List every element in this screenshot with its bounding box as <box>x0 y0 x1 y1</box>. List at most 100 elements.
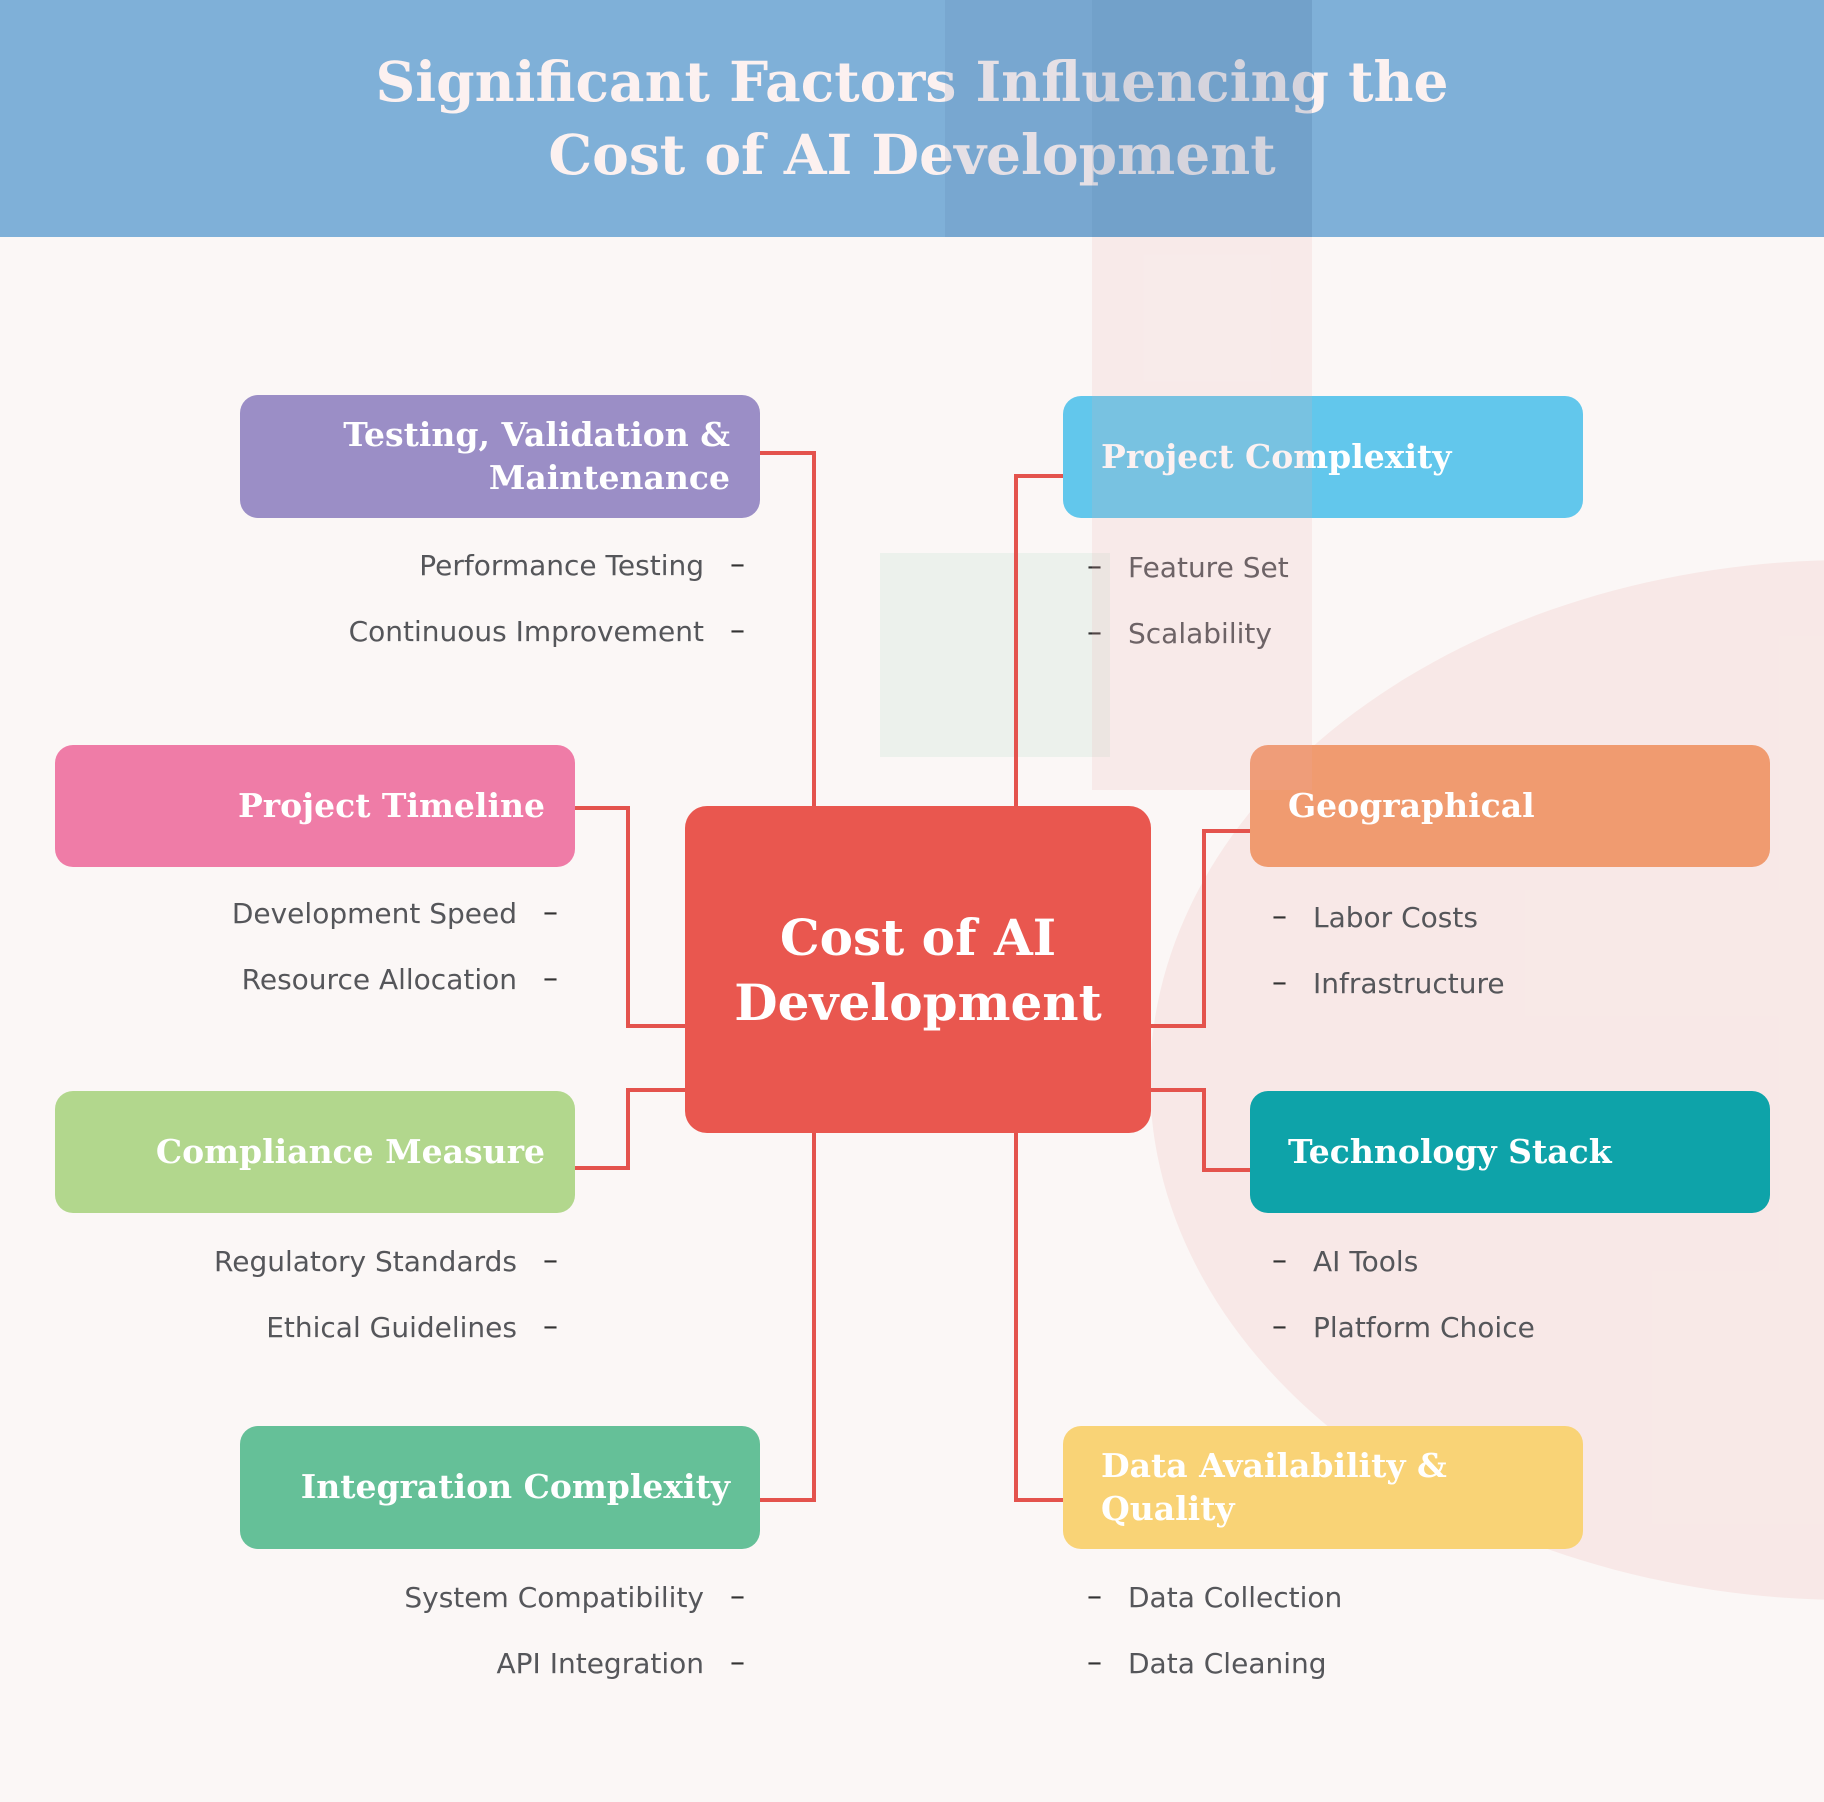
connector-line <box>626 1024 685 1028</box>
center-node: Cost of AI Development <box>685 806 1151 1133</box>
item-label: Data Collection <box>1128 1580 1343 1614</box>
branch-title-line: Integration Complexity <box>300 1467 730 1507</box>
dash-icon: – <box>543 1243 558 1278</box>
dash-icon: – <box>1272 965 1287 1000</box>
item-label: Regulatory Standards <box>214 1244 517 1278</box>
background-rect-shape <box>880 553 1110 757</box>
item-label: Infrastructure <box>1313 966 1505 1000</box>
connector-line <box>1150 1088 1206 1092</box>
connector-line <box>1014 474 1018 808</box>
center-title-line-1: Cost of AI <box>779 907 1057 967</box>
branch-box-technology-stack: Technology Stack <box>1250 1091 1770 1213</box>
dash-icon: – <box>1272 1309 1287 1344</box>
page-title: Significant Factors Influencing the Cost… <box>0 0 1824 191</box>
item-label: Ethical Guidelines <box>266 1310 517 1344</box>
branch-items-complexity: – Feature Set – Scalability <box>1087 534 1737 666</box>
dash-icon: – <box>730 1645 745 1680</box>
branch-title-line: Project Complexity <box>1101 436 1452 476</box>
page-title-line-1: Significant Factors Influencing the <box>375 49 1449 114</box>
branch-title-line: Data Availability & <box>1101 1445 1447 1485</box>
center-node-title: Cost of AI Development <box>685 905 1151 1035</box>
branch-title-line: Geographical <box>1288 785 1535 825</box>
list-item: – Platform Choice <box>1272 1294 1824 1360</box>
branch-box-integration-complexity: Integration Complexity <box>240 1426 760 1549</box>
branch-title-line: Maintenance <box>488 457 730 497</box>
branch-title-line: Compliance Measure <box>155 1131 545 1171</box>
list-item: – Data Cleaning <box>1087 1630 1737 1696</box>
item-label: Platform Choice <box>1313 1310 1535 1344</box>
dash-icon: – <box>543 961 558 996</box>
item-label: Resource Allocation <box>241 962 517 996</box>
dash-icon: – <box>1087 1579 1102 1614</box>
list-item: System Compatibility – <box>95 1564 745 1630</box>
item-label: Feature Set <box>1128 550 1289 584</box>
list-item: Resource Allocation – <box>0 946 558 1012</box>
center-title-line-2: Development <box>734 972 1102 1032</box>
branch-title-line: Quality <box>1101 1488 1235 1528</box>
connector-line <box>760 1498 816 1502</box>
dash-icon: – <box>543 1309 558 1344</box>
connector-line <box>575 806 630 810</box>
connector-line <box>1014 1133 1018 1502</box>
list-item: – AI Tools <box>1272 1228 1824 1294</box>
list-item: – Feature Set <box>1087 534 1737 600</box>
branch-title-line: Technology Stack <box>1288 1131 1612 1171</box>
branch-title-line: Project Timeline <box>237 785 545 825</box>
item-label: System Compatibility <box>404 1580 704 1614</box>
branch-title: Project Complexity <box>1101 436 1559 479</box>
connector-line <box>626 1088 630 1170</box>
dash-icon: – <box>730 1579 745 1614</box>
dash-icon: – <box>1272 1243 1287 1278</box>
connector-line <box>626 1088 685 1092</box>
header: Significant Factors Influencing the Cost… <box>0 0 1824 237</box>
list-item: Development Speed – <box>0 880 558 946</box>
branch-box-compliance-measure: Compliance Measure <box>55 1091 575 1213</box>
branch-title: Testing, Validation & Maintenance <box>268 414 730 500</box>
list-item: Performance Testing – <box>95 532 745 598</box>
branch-title: Integration Complexity <box>268 1466 730 1509</box>
branch-items-geographical: – Labor Costs – Infrastructure <box>1272 884 1824 1016</box>
connector-line <box>1202 1168 1250 1172</box>
list-item: – Infrastructure <box>1272 950 1824 1016</box>
list-item: Regulatory Standards – <box>0 1228 558 1294</box>
list-item: API Integration – <box>95 1630 745 1696</box>
connector-line <box>626 806 630 1028</box>
branch-items-data: – Data Collection – Data Cleaning <box>1087 1564 1737 1696</box>
branch-title: Data Availability & Quality <box>1101 1445 1531 1531</box>
connector-line <box>1150 1024 1206 1028</box>
item-label: API Integration <box>496 1646 704 1680</box>
list-item: Continuous Improvement – <box>95 598 745 664</box>
branch-items-timeline: Development Speed – Resource Allocation … <box>0 880 558 1012</box>
connector-line <box>1202 829 1250 833</box>
item-label: Data Cleaning <box>1128 1646 1327 1680</box>
connector-line <box>1014 474 1063 478</box>
connector-line <box>1014 1498 1063 1502</box>
dash-icon: – <box>1272 899 1287 934</box>
branch-box-data-availability-quality: Data Availability & Quality <box>1063 1426 1583 1549</box>
connector-line <box>1202 1088 1206 1172</box>
connector-line <box>812 1133 816 1502</box>
branch-box-geographical: Geographical <box>1250 745 1770 867</box>
page-title-line-2: Cost of AI Development <box>548 121 1276 187</box>
list-item: – Data Collection <box>1087 1564 1737 1630</box>
dash-icon: – <box>1087 549 1102 584</box>
item-label: Performance Testing <box>419 548 704 582</box>
branch-items-compliance: Regulatory Standards – Ethical Guideline… <box>0 1228 558 1360</box>
branch-items-technology: – AI Tools – Platform Choice <box>1272 1228 1824 1360</box>
dash-icon: – <box>730 613 745 648</box>
branch-box-testing-validation-maintenance: Testing, Validation & Maintenance <box>240 395 760 518</box>
item-label: Continuous Improvement <box>348 614 704 648</box>
branch-box-project-complexity: Project Complexity <box>1063 396 1583 518</box>
connector-line <box>760 451 816 455</box>
dash-icon: – <box>543 895 558 930</box>
branch-title: Project Timeline <box>83 785 545 828</box>
branch-items-integration: System Compatibility – API Integration – <box>95 1564 745 1696</box>
branch-title: Geographical <box>1288 785 1746 828</box>
item-label: Scalability <box>1128 616 1272 650</box>
branch-title: Technology Stack <box>1288 1131 1746 1174</box>
dash-icon: – <box>1087 1645 1102 1680</box>
dash-icon: – <box>730 547 745 582</box>
list-item: – Labor Costs <box>1272 884 1824 950</box>
item-label: Development Speed <box>231 896 517 930</box>
